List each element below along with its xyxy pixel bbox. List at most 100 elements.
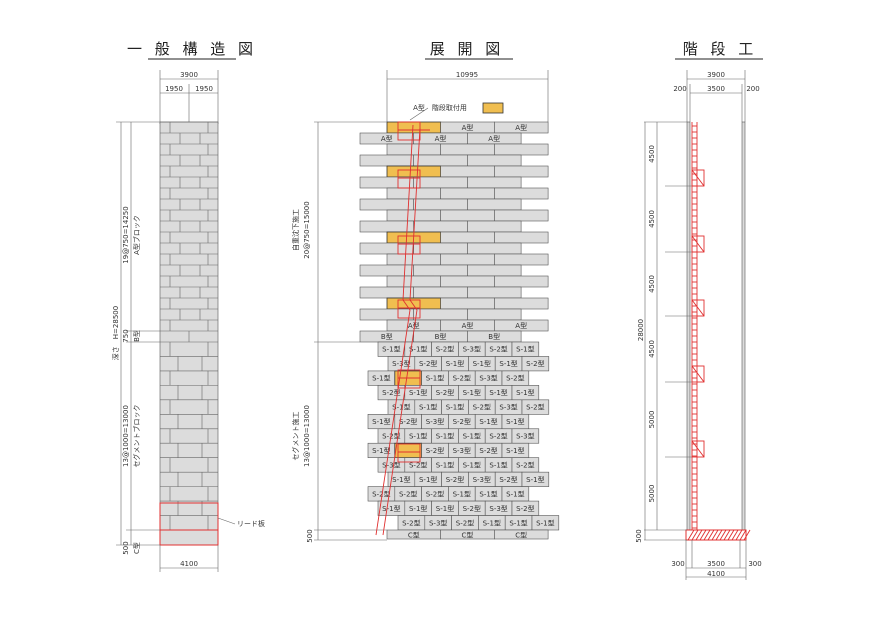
block-label: S-1型 (526, 475, 544, 484)
block-label: S-1型 (463, 432, 481, 441)
a-block (494, 187, 549, 200)
a-block (440, 275, 495, 288)
stair-mount-block (394, 442, 422, 459)
block-label: S-2型 (516, 504, 534, 513)
landing-icon (691, 169, 705, 187)
block-label: S-1型 (419, 475, 437, 484)
landing-icon (691, 299, 705, 317)
span-label: 4500 (648, 275, 656, 293)
block-label: S-2型 (473, 403, 491, 412)
block-label: S-1型 (409, 432, 427, 441)
block-label: S-2型 (526, 403, 544, 412)
block-label: S-3型 (489, 504, 507, 513)
dimension-label: 4100 (180, 560, 198, 568)
a-block (467, 264, 522, 277)
block-label: S-1型 (473, 359, 491, 368)
block-label: S-1型 (409, 388, 427, 397)
landing-icon (397, 169, 421, 189)
block-label: S-1型 (372, 446, 390, 455)
dimension-label: 3900 (707, 71, 725, 79)
block-label: S-3型 (473, 475, 491, 484)
b-block-dim: 750 (122, 329, 130, 342)
dimension-label: 1950 (195, 85, 213, 93)
a-block (494, 209, 549, 222)
stair-mount-block (386, 121, 442, 134)
a-block (359, 154, 415, 167)
block-label: S-1型 (479, 417, 497, 426)
block-label: S-3型 (463, 345, 481, 354)
legend-swatch (482, 102, 504, 114)
a-block-label: A型ブロック (132, 215, 141, 255)
block-label: S-1型 (382, 504, 400, 513)
block-label: S-2型 (463, 504, 481, 513)
a-block (494, 297, 549, 310)
block-label: A型 (381, 134, 393, 143)
block-label: B型 (381, 332, 393, 341)
hatch-line (731, 529, 739, 541)
block-label: S-2型 (526, 359, 544, 368)
block-label: C型 (408, 531, 420, 540)
dimension-label: 4100 (707, 570, 725, 578)
block-label: S-1型 (509, 518, 527, 527)
block-label: S-2型 (453, 374, 471, 383)
shaft-wall (686, 121, 691, 531)
block-label: S-2型 (489, 432, 507, 441)
block-label: S-1型 (516, 388, 534, 397)
hatch-line (711, 529, 719, 541)
block-label: S-1型 (372, 374, 390, 383)
block-label: S-2型 (456, 518, 474, 527)
a-block (386, 253, 442, 266)
span-label: 4500 (648, 340, 656, 358)
legend-label: A型 階段取付用 (413, 103, 467, 112)
block-label: S-3型 (429, 518, 447, 527)
block-label: S-1型 (426, 374, 444, 383)
hatch-line (719, 529, 727, 541)
b-block-label: B型 (132, 330, 141, 342)
span-label: 5000 (648, 485, 656, 503)
a-block (494, 165, 549, 178)
block-label: S-2型 (426, 489, 444, 498)
a-block (467, 286, 522, 299)
a-block (494, 275, 549, 288)
block-label: S-2型 (453, 417, 471, 426)
block-label: A型 (462, 321, 474, 330)
a-block (467, 176, 522, 189)
block-label: S-2型 (372, 489, 390, 498)
block-label: S-1型 (409, 345, 427, 354)
a-block (467, 198, 522, 211)
segment-block (521, 356, 550, 372)
self-sink-dim: 20@750=15000 (303, 201, 311, 258)
block-label: S-2型 (436, 345, 454, 354)
segment-block (521, 399, 550, 415)
c-block (494, 529, 549, 540)
span-label: 4500 (648, 145, 656, 163)
block-label: S-1型 (436, 504, 454, 513)
a-block (440, 143, 495, 156)
block-label: S-1型 (479, 489, 497, 498)
a-block (359, 198, 415, 211)
block-label: A型 (488, 134, 500, 143)
dimension-label: 1950 (165, 85, 183, 93)
segment-label: セグメントブロック (132, 405, 141, 468)
block-label: S-2型 (426, 446, 444, 455)
block-label: S-2型 (489, 345, 507, 354)
block-label: A型 (515, 321, 527, 330)
dimension-label: 3900 (180, 71, 198, 79)
landing-diagonal (691, 169, 705, 187)
block-label: S-2型 (409, 460, 427, 469)
hatch-line (723, 529, 731, 541)
landing-icon (691, 235, 705, 253)
hatch-line (691, 529, 699, 541)
a-block (413, 176, 468, 189)
block-label: S-1型 (382, 345, 400, 354)
a-block (386, 143, 442, 156)
landing-icon (691, 440, 705, 458)
a-block (386, 187, 442, 200)
base-dim: 500 (635, 529, 643, 542)
block-label: S-1型 (372, 417, 390, 426)
a-block (413, 198, 468, 211)
block-label: A型 (435, 134, 447, 143)
a-block (359, 264, 415, 277)
a-block (359, 286, 415, 299)
block-label: S-2型 (436, 388, 454, 397)
